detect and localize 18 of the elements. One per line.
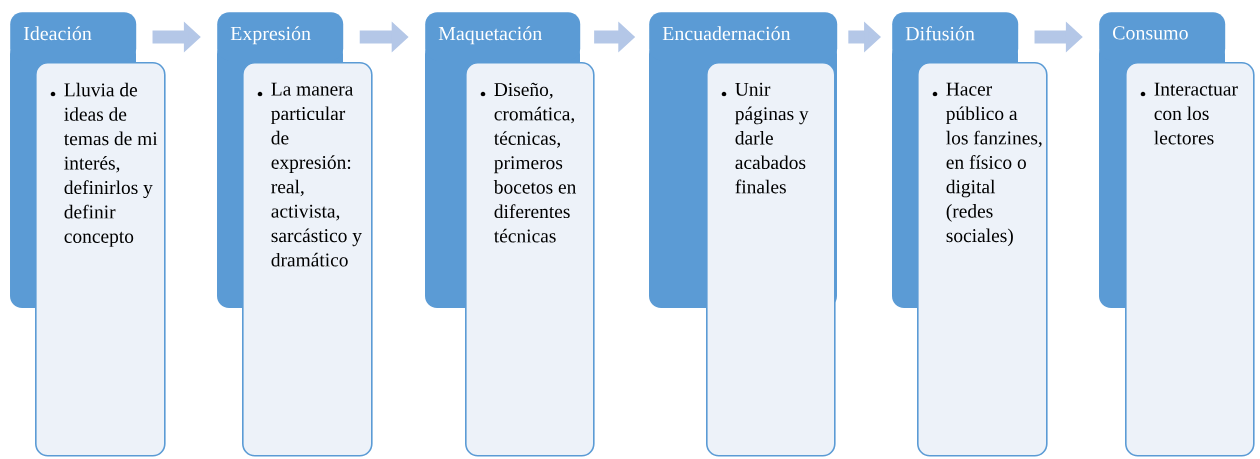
- header-box: Expresión: [217, 12, 344, 61]
- node-label: Maquetación: [438, 26, 542, 45]
- text-box: Hacer público a los fanzines, en físico o digital (redes sociales): [917, 62, 1048, 457]
- text-box: Lluvia de ideas de temas de mi interés, definirlos y definir concepto: [35, 62, 166, 457]
- text-box: Interactuar con los lectores: [1125, 62, 1255, 457]
- header-box: Consumo: [1099, 12, 1226, 61]
- node-label: Difusión: [905, 26, 975, 41]
- node-label: Encuadernación: [662, 26, 791, 41]
- header-box: Difusión: [892, 12, 1019, 61]
- node-label: Consumo: [1113, 26, 1188, 40]
- header-box: Maquetación: [425, 12, 581, 61]
- header-box: Ideación: [10, 12, 137, 61]
- text-box: Unir páginas y darle acabados finales: [706, 62, 836, 457]
- node-label: Ideación: [23, 26, 92, 41]
- text-box: La manera particular de expresión: real, activista, sarcástico y dramático: [242, 62, 373, 457]
- node-label: Expresión: [230, 26, 311, 45]
- text-box: Diseño, cromática, técnicas, primeros bocetos en diferentes técnicas: [465, 62, 595, 457]
- header-box: Encuadernación: [649, 12, 838, 61]
